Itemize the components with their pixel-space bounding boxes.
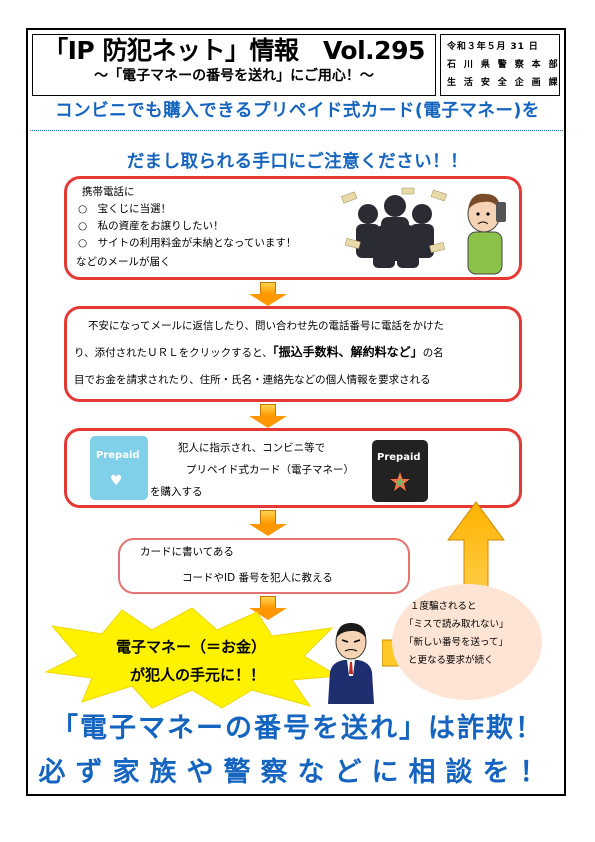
step-1-line: ○ サイトの利用料金が未納となっています！	[78, 237, 297, 249]
headline-line-2: だまし取られる手口にご注意ください！！	[126, 152, 469, 172]
step-3-line-3: を購入する	[150, 486, 203, 498]
page-subtitle: ～「電子マネーの番号を送れ」にご用心！～	[94, 68, 374, 84]
step-2-line-2: り、添付されたＵＲＬをクリックすると、「振込手数料、解約料など」の名	[74, 344, 444, 361]
worried-person-icon	[467, 193, 506, 275]
step-2-emphasis: 「振込手数料、解約料など」	[272, 345, 423, 359]
burst-line-1: 電子マネー（＝お金）	[116, 638, 267, 656]
step-3-line-2: プリペイド式カード（電子マネー）	[186, 464, 354, 476]
burst-line-2: が犯人の手元に！！	[130, 666, 266, 684]
explosion-burst-icon	[44, 607, 340, 709]
step-2-box	[64, 306, 522, 402]
prepaid-card-blue-icon: Prepaid ♥	[90, 436, 148, 500]
prepaid-card-black-icon: Prepaid	[372, 440, 428, 502]
headline-rule	[30, 130, 563, 131]
star-icon	[390, 472, 410, 491]
headline-line-1: コンビニでも購入できるプリペイド式カード(電子マネー)を	[55, 101, 540, 121]
title-box: 「IP 防犯ネット」情報 Vol.295 ～「電子マネーの番号を送れ」にご用心！…	[32, 34, 436, 96]
prepaid-card-label: Prepaid	[377, 452, 421, 463]
prepaid-card-label: Prepaid	[96, 450, 140, 461]
heart-icon: ♥	[110, 473, 123, 489]
step-4-line-1: カードに書いてある	[140, 546, 234, 558]
flow-arrow-down	[249, 282, 287, 306]
step-4-box	[118, 538, 410, 594]
step-1-line: ○ 私の資産をお譲りしたい！	[78, 220, 224, 232]
repeat-note-line-4: と更なる要求が続く	[408, 655, 494, 666]
step-1-line: 携帯電話に	[82, 186, 135, 198]
step-2-line-2a: り、添付されたＵＲＬをクリックすると、	[74, 347, 273, 359]
flow-arrow-down	[249, 510, 287, 536]
step-1-line: などのメールが届く	[76, 256, 171, 268]
repeat-note-circle	[392, 584, 542, 700]
criminal-man-icon	[328, 622, 374, 704]
step-1-line: ○ 宝くじに当選！	[78, 203, 172, 215]
step-4-line-2: コードやID 番号を犯人に教える	[182, 572, 333, 584]
repeat-note-line-2: 「ミスで読み取れない」	[404, 619, 509, 630]
issuer-box: 令和３年５月 31 日 石 川 県 警 察 本 部 生 活 安 全 企 画 課	[440, 34, 560, 96]
criminal-group-icon	[340, 184, 450, 270]
step-2-line-3: 目でお金を請求されたり、住所・氏名・連絡先などの個人情報を要求される	[74, 374, 431, 386]
issuer-org: 石 川 県 警 察 本 部	[447, 60, 561, 70]
issue-date: 令和３年５月 31 日	[447, 42, 539, 52]
repeat-note-line-1: １度騙されると	[410, 601, 477, 612]
repeat-note-line-3: 「新しい番号を送って」	[404, 637, 509, 648]
page-title: 「IP 防犯ネット」情報 Vol.295	[43, 36, 425, 65]
issuer-division: 生 活 安 全 企 画 課	[447, 78, 561, 88]
footer-line-1: 「電子マネーの番号を送れ」は詐欺！	[51, 713, 544, 744]
step-2-line-1: 不安になってメールに返信したり、問い合わせ先の電話番号に電話をかけた	[88, 320, 445, 332]
flow-arrow-down	[249, 404, 287, 428]
page-frame	[26, 28, 566, 796]
step-3-line-1: 犯人に指示され、コンビニ等で	[178, 442, 326, 454]
step-2-line-2c: の名	[422, 347, 444, 359]
footer-line-2: 必ず家族や警察などに相談を！	[38, 757, 557, 788]
